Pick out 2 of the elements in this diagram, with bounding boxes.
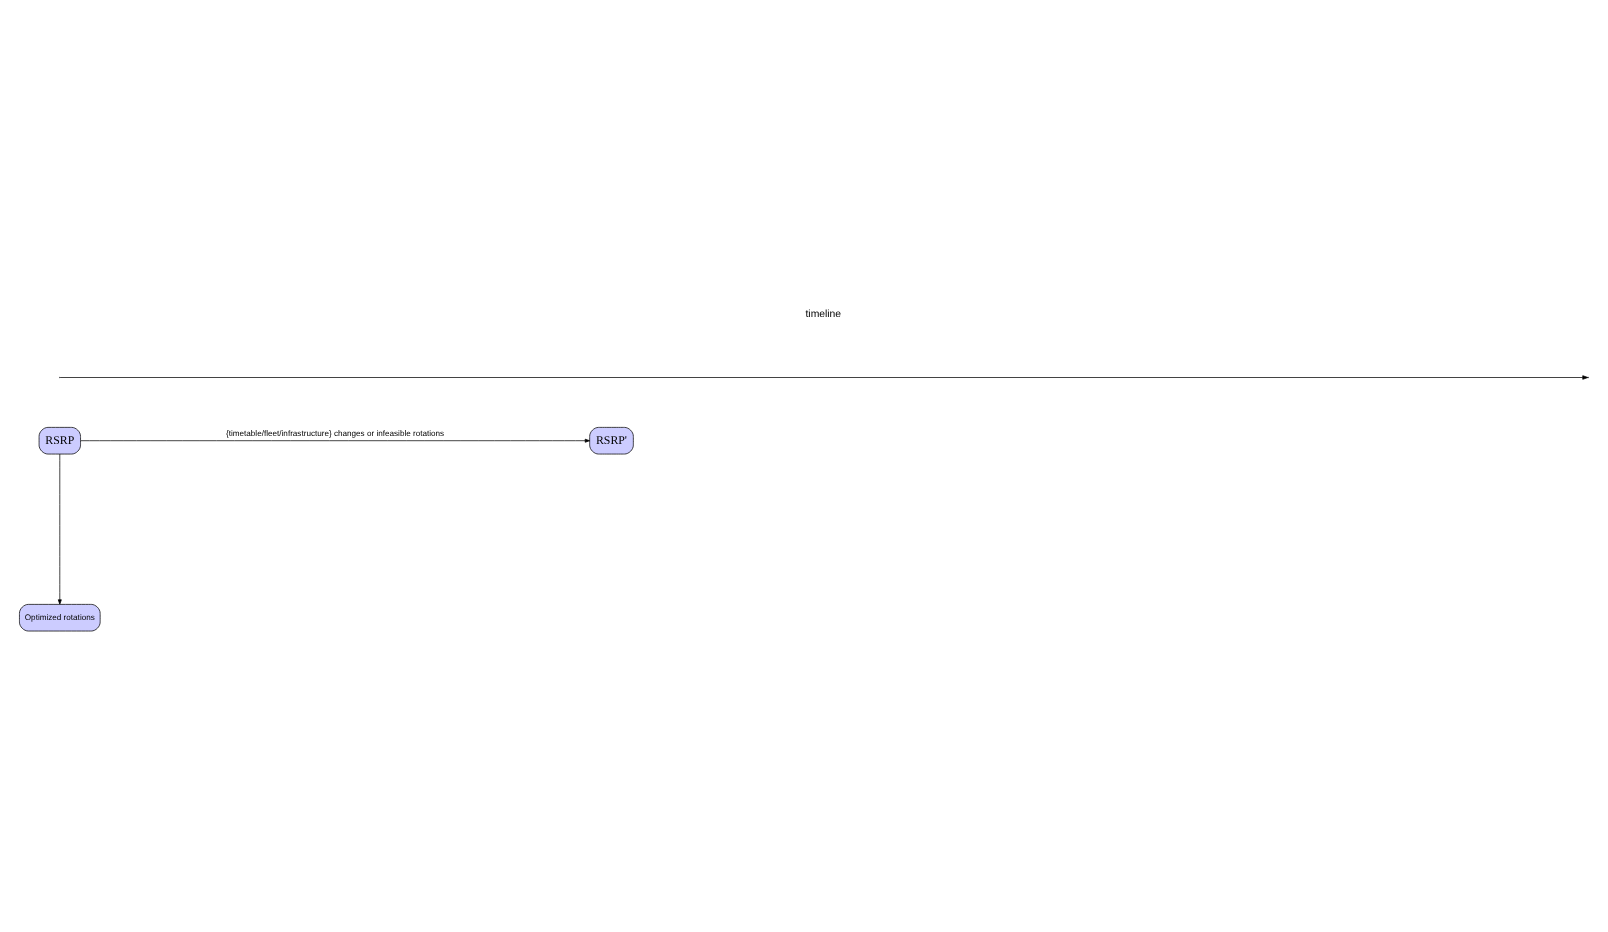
arrow <box>57 453 62 605</box>
arrow <box>80 438 590 443</box>
